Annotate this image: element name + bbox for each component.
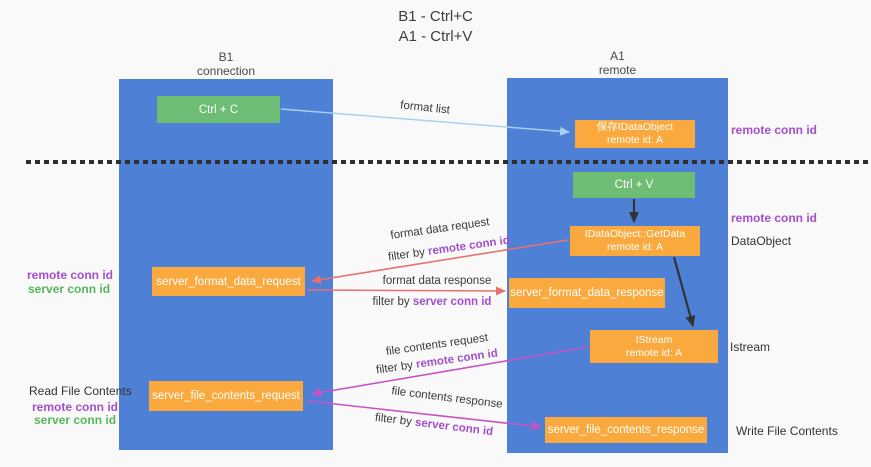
lane-a1-title: A1 <box>610 49 625 63</box>
side-label-dataobject: DataObject <box>731 234 792 248</box>
node-server-file-contents-response-label: server_file_contents_response <box>547 424 705 436</box>
node-server-format-data-request-label: server_format_data_request <box>156 275 301 288</box>
arrow-label-filter-server-conn-2: filter by server conn id <box>374 411 494 439</box>
arrow-label-format-data-response: format data response <box>382 275 492 287</box>
title-line-1: B1 - Ctrl+C <box>398 8 473 25</box>
node-getdata-line2: remote id: A <box>606 241 663 253</box>
side-label-remote-conn-id-left-2: remote conn id <box>32 400 119 414</box>
arrow-format-data-response <box>307 286 506 296</box>
title-line-2: A1 - Ctrl+V <box>398 28 473 45</box>
side-label-write-file-contents: Write File Contents <box>736 424 838 438</box>
node-istream: IStream remote id: A <box>590 330 718 363</box>
node-getdata-line1: IDataObject::GetData <box>584 228 686 240</box>
side-label-read-file-contents: Read File Contents <box>29 384 132 398</box>
arrow-label-format-data-request: format data request <box>389 216 491 242</box>
node-idataobject-getdata: IDataObject::GetData remote id: A <box>570 226 700 256</box>
lane-a1-subtitle: remote <box>598 63 637 77</box>
node-server-format-data-response: server_format_data_response <box>509 278 665 308</box>
node-server-format-data-request: server_format_data_request <box>152 267 305 296</box>
side-label-server-conn-id-left-1: server conn id <box>28 282 111 296</box>
side-label-remote-conn-id-top: remote conn id <box>731 123 818 137</box>
arrow-label-filter-server-conn-1: filter by server conn id <box>372 296 492 308</box>
separator-dashed-line <box>26 160 871 164</box>
lane-b1-title: B1 <box>218 50 234 64</box>
side-label-remote-conn-id-mid: remote conn id <box>731 211 818 225</box>
side-label-istream: Istream <box>730 340 771 354</box>
node-save-idataobject-line1: 保存IDataObject <box>596 121 674 133</box>
node-server-file-contents-response: server_file_contents_response <box>545 417 707 443</box>
side-label-server-conn-id-left-2: server conn id <box>34 413 117 427</box>
arrow-label-format-list: format list <box>399 99 451 117</box>
diagram-title: B1 - Ctrl+C A1 - Ctrl+V <box>0 7 871 47</box>
lane-b1-subtitle: connection <box>196 64 256 78</box>
node-server-file-contents-request: server_file_contents_request <box>149 381 303 411</box>
node-server-format-data-response-label: server_format_data_response <box>510 287 664 299</box>
node-ctrl-c: Ctrl + C <box>157 96 280 123</box>
lane-header-a1: A1 remote <box>507 49 728 77</box>
node-server-file-contents-request-label: server_file_contents_request <box>152 390 300 402</box>
node-ctrl-c-label: Ctrl + C <box>198 103 239 116</box>
arrow-label-file-contents-response: file contents response <box>390 385 504 411</box>
node-save-idataobject-line2: remote id: A <box>606 134 663 146</box>
lane-header-b1: B1 connection <box>119 50 333 78</box>
side-label-remote-conn-id-left-1: remote conn id <box>27 268 114 282</box>
node-istream-line1: IStream <box>635 333 673 346</box>
node-ctrl-v-label: Ctrl + V <box>614 179 654 191</box>
node-save-idataobject: 保存IDataObject remote id: A <box>575 120 695 148</box>
node-istream-line2: remote id: A <box>625 346 683 359</box>
node-ctrl-v: Ctrl + V <box>573 172 695 198</box>
